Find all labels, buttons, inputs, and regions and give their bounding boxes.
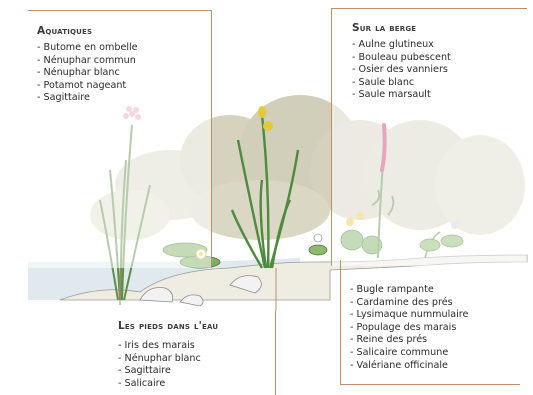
list-item: Sagittaire: [37, 92, 211, 105]
aquatiques-title: Aquatiques: [37, 25, 211, 37]
list-item: Cardamine des prés: [350, 297, 520, 310]
berge-basse-list: Bugle rampante Cardamine des prés Lysima…: [350, 284, 520, 372]
list-item: Bugle rampante: [350, 284, 520, 297]
sur-la-berge-box: Sur la berge Aulne glutineux Bouleau pub…: [331, 8, 527, 266]
list-item: Sagittaire: [118, 365, 275, 378]
list-item: Salicaire commune: [350, 347, 520, 360]
pieds-dans-eau-box: Les pieds dans l'eau Iris des marais Nén…: [108, 310, 276, 395]
list-item: Nénuphar commun: [37, 55, 211, 68]
pieds-dans-eau-title: Les pieds dans l'eau: [118, 320, 275, 332]
sur-la-berge-list: Aulne glutineux Bouleau pubescent Osier …: [352, 39, 527, 102]
aquatiques-box: Aquatiques Butome en ombelle Nénuphar co…: [28, 10, 212, 268]
list-item: Lysimaque nummulaire: [350, 309, 520, 322]
list-item: Populage des marais: [350, 322, 520, 335]
list-item: Reine des prés: [350, 334, 520, 347]
list-item: Nénuphar blanc: [118, 353, 275, 366]
list-item: Saule marsault: [352, 89, 527, 102]
pieds-dans-eau-list: Iris des marais Nénuphar blanc Sagittair…: [118, 340, 275, 390]
bugle-plant: [309, 234, 327, 255]
aquatiques-list: Butome en ombelle Nénuphar commun Nénuph…: [37, 42, 211, 105]
list-item: Osier des vanniers: [352, 64, 527, 77]
list-item: Potamot nageant: [37, 80, 211, 93]
list-item: Bouleau pubescent: [352, 52, 527, 65]
list-item: Iris des marais: [118, 340, 275, 353]
list-item: Valériane officinale: [350, 360, 520, 373]
list-item: Saule blanc: [352, 77, 527, 90]
list-item: Nénuphar blanc: [37, 67, 211, 80]
list-item: Salicaire: [118, 378, 275, 391]
list-item: Aulne glutineux: [352, 39, 527, 52]
list-item: Butome en ombelle: [37, 42, 211, 55]
berge-basse-box: Bugle rampante Cardamine des prés Lysima…: [340, 260, 520, 385]
sur-la-berge-title: Sur la berge: [352, 22, 527, 34]
